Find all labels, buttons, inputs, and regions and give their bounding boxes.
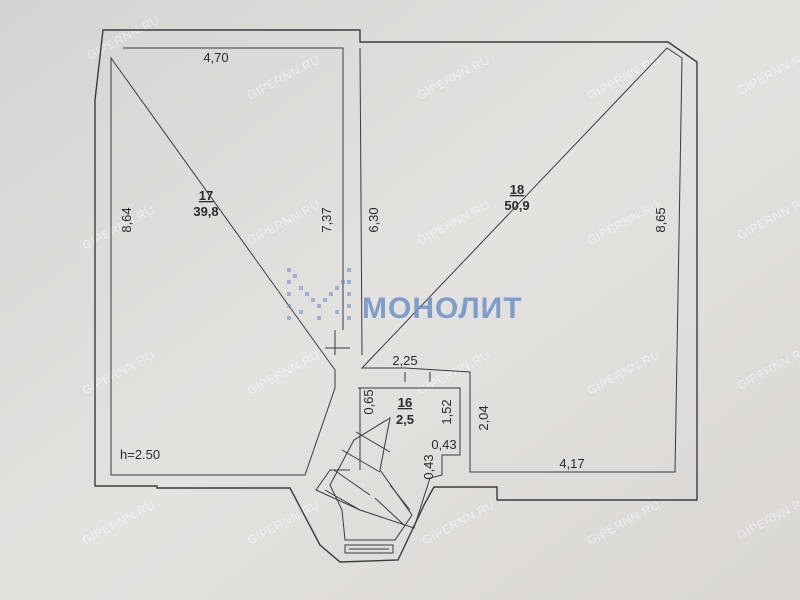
dimension-label: 8,64	[119, 207, 134, 232]
room-area: 2,5	[396, 412, 414, 427]
outer-wall	[94, 29, 698, 563]
dimension-label: 1,52	[439, 399, 454, 424]
room-number: 16	[398, 395, 412, 410]
inner-wall-room-16	[315, 387, 461, 529]
dimension-label: 2,04	[476, 405, 491, 430]
dimension-label: 4,70	[203, 50, 228, 65]
monolit-logo: МОНОЛИТ	[287, 268, 523, 325]
inner-wall-room-17	[110, 47, 344, 476]
logo-mark-icon	[287, 268, 351, 320]
room-label-17: 17 39,8	[193, 188, 218, 219]
dimension-label: 2,25	[392, 353, 417, 368]
room-area: 39,8	[193, 204, 218, 219]
dimension-label: 7,37	[319, 207, 334, 232]
ceiling-height-label: h=2.50	[120, 447, 160, 462]
inner-wall-room-18	[359, 47, 683, 473]
dimension-label: 0,43	[421, 454, 436, 479]
dimension-label: 0,65	[361, 389, 376, 414]
logo-text: МОНОЛИТ	[362, 292, 523, 325]
window-opening	[344, 544, 394, 554]
room-number: 17	[199, 188, 213, 203]
room-area: 50,9	[504, 198, 529, 213]
room-label-18: 18 50,9	[504, 182, 529, 213]
dimension-label: 6,30	[366, 207, 381, 232]
room-number: 18	[510, 182, 524, 197]
staircase	[324, 416, 413, 554]
dimension-label: 8,65	[653, 207, 668, 232]
dimension-label: 0,43	[431, 437, 456, 452]
room-label-16: 16 2,5	[396, 395, 414, 427]
dimension-label: 4,17	[559, 456, 584, 471]
